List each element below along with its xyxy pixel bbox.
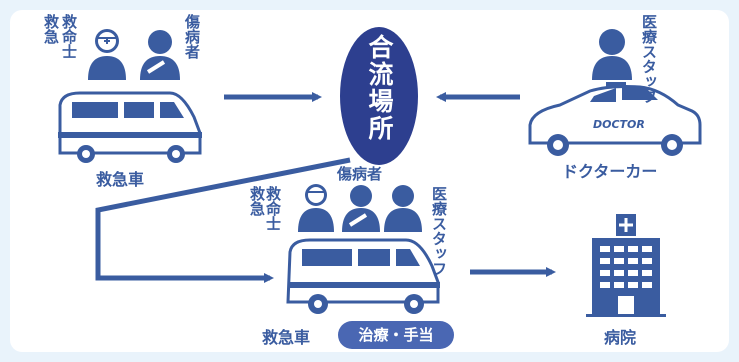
medical-staff-label-top: 医療スタッフ: [640, 14, 658, 104]
patient-top-icon: [140, 30, 180, 80]
ambulance-label-bottom: 救急車: [262, 328, 311, 347]
ambulance-label-top: 救急車: [96, 170, 145, 189]
doctor-car-icon: DOCTOR: [528, 82, 702, 156]
medical-staff-bottom-icon: [384, 185, 422, 232]
meeting-point-node: [340, 27, 418, 165]
medical-staff-label-bottom: 医療スタッフ: [430, 186, 448, 276]
ems-label-top-right: 救急: [42, 14, 60, 44]
ems-label-top-left: 救命士: [60, 14, 78, 59]
ambulance-bottom-icon: [286, 238, 440, 314]
hospital-label: 病院: [604, 328, 637, 347]
medical-staff-top-icon: [592, 29, 632, 80]
route-hub-to-ambulance: [95, 157, 351, 283]
ems-label-bottom-left: 救命士: [264, 186, 282, 231]
ems-label-bottom-right: 救急: [248, 186, 266, 216]
doctor-car-label: ドクターカー: [562, 162, 658, 181]
ems-rescuer-bottom-icon: [298, 184, 334, 232]
treatment-badge: 治療・手当: [338, 321, 454, 349]
ems-rescuer-top-icon: [88, 29, 126, 80]
patient-label-bottom: 傷病者: [337, 165, 383, 183]
patient-bottom-icon: [342, 185, 380, 232]
doctor-car-logo: DOCTOR: [593, 118, 645, 131]
ambulance-top-icon: [58, 91, 202, 163]
hospital-icon: [586, 214, 666, 317]
meeting-point-label: 合流場所: [365, 34, 394, 142]
patient-label-top: 傷病者: [183, 14, 201, 59]
